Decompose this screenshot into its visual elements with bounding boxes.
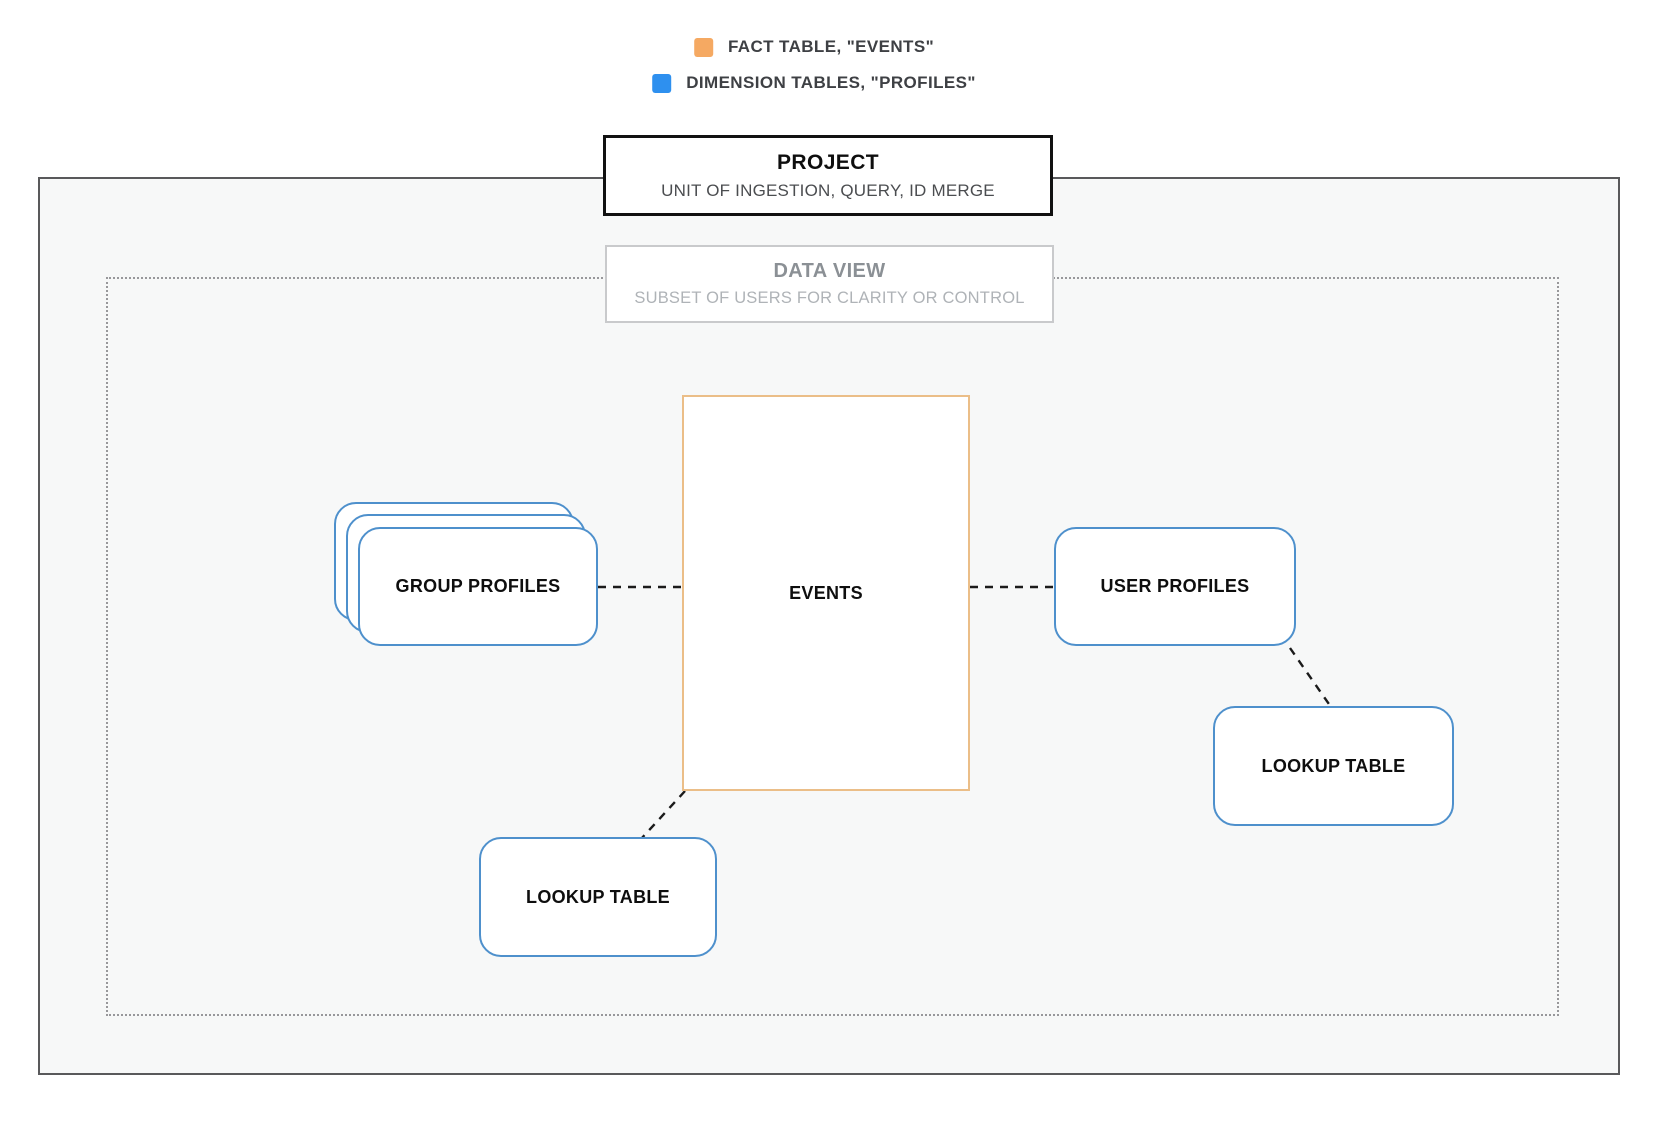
project-box: PROJECT UNIT OF INGESTION, QUERY, ID MER… [603, 135, 1053, 216]
lookup-table-right-label: LOOKUP TABLE [1261, 755, 1406, 776]
legend-item-fact-table: FACT TABLE, "EVENTS" [693, 37, 935, 57]
lookup-table-bottom-node: LOOKUP TABLE [479, 837, 717, 957]
dimension-tables-swatch-icon [652, 73, 672, 93]
group-profiles-card-front: GROUP PROFILES [358, 527, 598, 646]
group-profiles-node: GROUP PROFILES [334, 502, 600, 648]
group-profiles-label: GROUP PROFILES [395, 576, 561, 596]
legend: FACT TABLE, "EVENTS" DIMENSION TABLES, "… [652, 37, 976, 93]
project-subtitle: UNIT OF INGESTION, QUERY, ID MERGE [661, 180, 995, 200]
legend-item-dimension-tables: DIMENSION TABLES, "PROFILES" [652, 73, 976, 93]
events-label: EVENTS [789, 582, 863, 603]
events-node: EVENTS [682, 395, 970, 791]
user-profiles-node: USER PROFILES [1054, 527, 1296, 646]
lookup-table-bottom-label: LOOKUP TABLE [526, 886, 670, 907]
project-title: PROJECT [777, 150, 879, 174]
user-profiles-label: USER PROFILES [1100, 576, 1250, 596]
data-view-box: DATA VIEW SUBSET OF USERS FOR CLARITY OR… [605, 245, 1054, 323]
data-view-subtitle: SUBSET OF USERS FOR CLARITY OR CONTROL [634, 289, 1025, 307]
data-view-title: DATA VIEW [773, 260, 886, 282]
lookup-table-right-node: LOOKUP TABLE [1213, 706, 1454, 826]
legend-label-fact-table: FACT TABLE, "EVENTS" [727, 37, 935, 56]
fact-table-swatch-icon [693, 37, 713, 57]
legend-label-dimension-tables: DIMENSION TABLES, "PROFILES" [686, 73, 976, 92]
